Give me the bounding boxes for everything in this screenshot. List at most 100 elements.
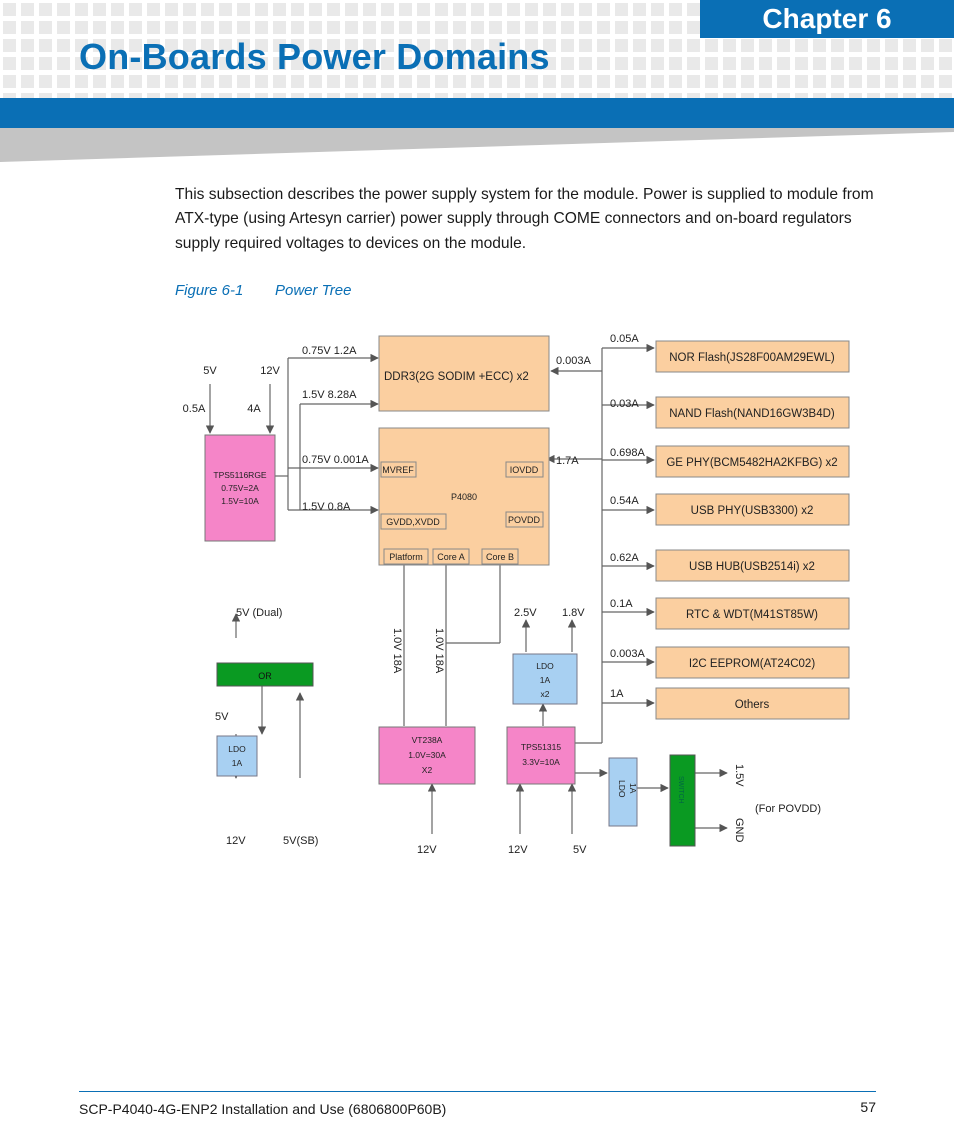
iovdd-label: IOVDD [510,465,539,475]
footer-rule [79,1091,876,1092]
device-current: 0.05A [610,333,639,345]
or-box [216,662,314,687]
device-box [655,646,850,679]
vt238a-rail: 1.0V=30A [408,750,446,760]
figure-caption: Figure 6-1 Power Tree [175,282,351,299]
bottom-input-12v-a: 12V [417,844,437,856]
device-box [655,687,850,720]
mvref-pin [380,461,417,478]
device-name: USB PHY(USB3300) x2 [691,505,814,517]
platform-pin [383,548,429,565]
device-current: 0.03A [610,398,639,410]
bottom-input-12v-b: 12V [508,844,528,856]
header-wedge [0,128,954,162]
ddr3-box [378,335,550,412]
tps5116-box [204,434,276,542]
ldo-mid-box [512,653,578,705]
intro-paragraph: This subsection describes the power supp… [175,186,874,252]
switch-box [669,754,696,847]
device-box [655,493,850,526]
platform-label: Platform [389,552,423,562]
tps51315-box [506,726,576,785]
device-box [655,396,850,429]
input-4a: 4A [247,403,261,415]
tps5116-rail-a: 0.75V=2A [221,483,259,493]
link-label-3: 0.75V 0.001A [302,454,369,466]
ddr3-label: DDR3(2G SODIM +ECC) x2 [384,371,529,383]
tps51315-name: TPS51315 [521,742,561,752]
core-b-label: Core B [486,552,514,562]
device-name: USB HUB(USB2514i) x2 [689,561,815,573]
device-box [655,340,850,373]
ldo-left-box [216,735,258,777]
page-title: On-Boards Power Domains [79,36,550,77]
chapter-tab: Chapter 6 [700,0,954,38]
device-name: Others [735,699,770,711]
link-label-2: 1.5V 8.28A [302,389,357,401]
device-name: NOR Flash(JS28F00AM29EWL) [669,352,835,364]
bottom-input-5v: 5V [573,844,587,856]
out-15v-label: 1.5V [733,764,745,787]
device-current: 0.62A [610,552,639,564]
figure-title: Power Tree [275,282,352,299]
ldo-mid-name: LDO [536,661,554,671]
ldo-out-25v: 2.5V [514,607,537,619]
device-current: 1A [610,688,624,700]
device-box [655,549,850,582]
ldo-mid-current: 1A [540,675,551,685]
vt238a-box [378,726,476,785]
power-tree-diagram: TPS5116RGE 0.75V=2A 1.5V=10A 5V 12V 0.5A… [183,333,850,856]
tps5116-name: TPS5116RGE [213,470,267,480]
input-12v: 12V [260,365,280,377]
rail-label-b: 1.0V 18A [433,628,445,674]
device-current: 0.54A [610,495,639,507]
tps5116-rail-b: 1.5V=10A [221,496,259,506]
left-5vsb-label: 5V(SB) [283,835,318,847]
current-ddr3: 0.003A [556,355,592,367]
left-12v-label: 12V [226,835,246,847]
device-box [655,445,850,478]
device-box [655,597,850,630]
current-iovdd: 1.7A [556,455,579,467]
device-name: RTC & WDT(M41ST85W) [686,609,818,621]
chapter-label: Chapter 6 [762,3,892,34]
rail-label-a: 1.0V 18A [391,628,403,674]
input-5v: 5V [203,365,217,377]
gvdd-pin [380,513,447,530]
p4080-box [378,427,550,566]
povdd-pin [505,511,544,528]
out-gnd-label: GND [733,818,745,843]
ldo-rot-name: LDO [617,780,627,798]
ldo-left-current: 1A [232,758,243,768]
page-number: 57 [860,1099,876,1115]
left-dual-label: 5V (Dual) [236,607,282,619]
core-a-label: Core A [437,552,465,562]
left-5v-label: 5V [215,711,229,723]
ldo-mid-count: x2 [541,689,550,699]
p4080-label: P4080 [451,492,477,502]
ldo-left-name: LDO [228,744,246,754]
tps51315-rail: 3.3V=10A [522,757,560,767]
device-current: 0.1A [610,598,633,610]
device-current: 0.698A [610,447,646,459]
figure-number: Figure 6-1 [175,282,244,299]
link-label-1: 0.75V 1.2A [302,345,357,357]
device-name: GE PHY(BCM5482HA2KFBG) x2 [666,457,837,469]
ldo-out-18v: 1.8V [562,607,585,619]
core-a-pin [432,548,470,565]
vt238a-count: X2 [422,765,433,775]
device-list: NOR Flash(JS28F00AM29EWL) 0.05A NAND Fla… [610,333,850,720]
input-05a: 0.5A [183,403,206,415]
footer-doc-title: SCP-P4040-4G-ENP2 Installation and Use (… [79,1101,447,1117]
vt238a-name: VT238A [412,735,443,745]
gvdd-label: GVDD,XVDD [386,517,440,527]
device-current: 0.003A [610,648,646,660]
povdd-label: POVDD [508,515,541,525]
mvref-label: MVREF [382,465,414,475]
or-label: OR [258,671,272,681]
for-povdd-label: (For POVDD) [755,803,821,815]
iovdd-pin [505,461,544,478]
ldo-rot-current: 1A [628,783,638,794]
device-name: NAND Flash(NAND16GW3B4D) [669,408,835,420]
switch-label: SWITCH [677,776,684,804]
